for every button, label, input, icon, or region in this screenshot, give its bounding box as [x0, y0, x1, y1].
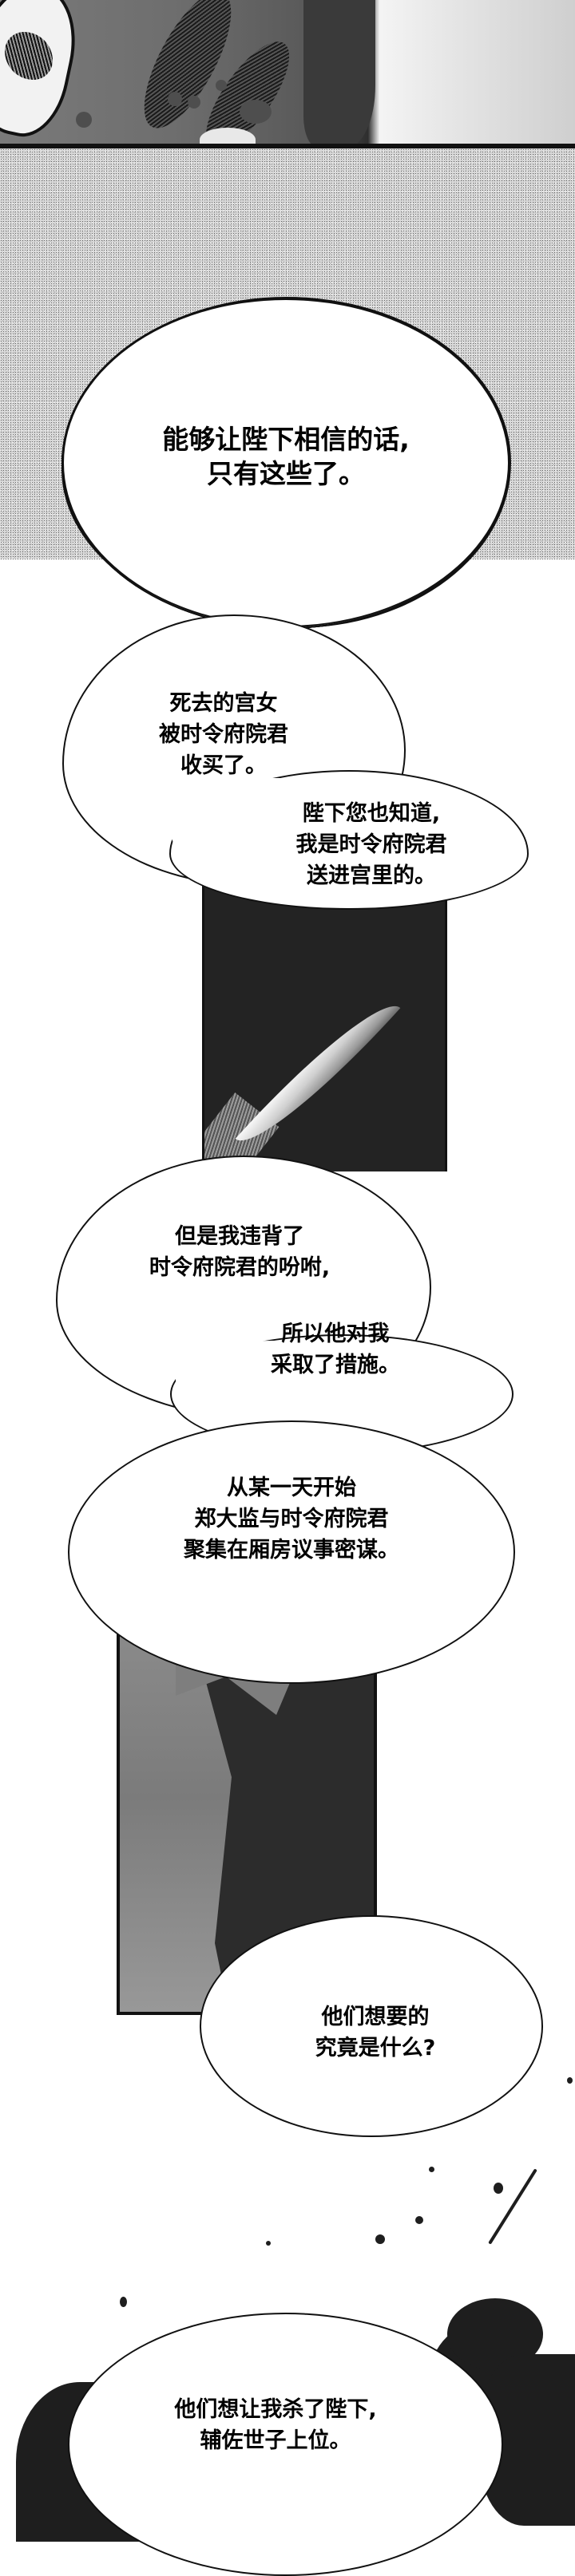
panel-knife	[202, 862, 447, 1171]
ink-splat	[168, 92, 182, 106]
bubble-3b-line-2: 采取了措施。	[271, 1353, 400, 1378]
bubble-6-line-1: 他们想让我杀了陛下,	[174, 2397, 377, 2422]
bubble-3a-text: 但是我违背了 时令府院君的吩咐,	[96, 1221, 383, 1283]
bubble-6-line-2: 辅佐世子上位。	[200, 2428, 351, 2454]
ink-streak	[488, 2168, 537, 2245]
bubble-4-line-3: 聚集在厢房议事密谋。	[184, 1538, 399, 1563]
bubble-2-merge	[172, 778, 387, 874]
bubble-2a-line-1: 死去的宫女	[169, 691, 278, 716]
ink-splat	[240, 100, 272, 124]
bubble-4-line-1: 从某一天开始	[227, 1476, 356, 1500]
bubble-2b-line-2: 我是时令府院君	[295, 832, 447, 858]
dark-hair-mass	[303, 0, 375, 146]
bubble-6-text: 他们想让我杀了陛下, 辅佐世子上位。	[96, 2394, 455, 2456]
bubble-1-line-1: 能够让陛下相信的话,	[162, 424, 410, 455]
bubble-3b-line-1: 所以他对我	[281, 1322, 390, 1346]
ink-drop	[567, 2077, 573, 2084]
bubble-2a-line-2: 被时令府院君	[159, 722, 288, 748]
bubble-3-merge	[176, 1341, 415, 1420]
bubble-3b-text: 所以他对我 采取了措施。	[232, 1318, 439, 1381]
ink-splat	[188, 96, 200, 109]
bubble-2a-text: 死去的宫女 被时令府院君 收买了。	[120, 688, 327, 781]
ink-splat	[216, 80, 227, 91]
panel-divider	[0, 144, 575, 148]
bubble-2a-line-3: 收买了。	[180, 753, 267, 779]
speech-bubble-4	[68, 1420, 515, 1684]
bubble-1-text: 能够让陛下相信的话, 只有这些了。	[62, 423, 510, 492]
bubble-5-line-2: 究竟是什么?	[315, 2036, 436, 2061]
bubble-2b-text: 陛下您也知道, 我是时令府院君 送进宫里的。	[256, 798, 487, 891]
bubble-4-line-2: 郑大监与时令府院君	[194, 1507, 389, 1532]
bubble-3a-line-2: 时令府院君的吩咐,	[149, 1255, 331, 1281]
bubble-4-text: 从某一天开始 郑大监与时令府院君 聚集在厢房议事密谋。	[68, 1472, 515, 1566]
bubble-3a-line-1: 但是我违背了	[175, 1224, 304, 1249]
bubble-5-line-1: 他们想要的	[321, 2005, 430, 2029]
ink-drop	[375, 2234, 385, 2244]
ink-drop	[494, 2183, 503, 2194]
speech-bubble-5	[200, 1915, 543, 2137]
ink-splat	[76, 112, 92, 128]
bubble-5-text: 他们想要的 究竟是什么?	[240, 2001, 511, 2064]
ink-drop	[415, 2216, 423, 2224]
bubble-2b-line-1: 陛下您也知道,	[302, 801, 441, 826]
bubble-1-line-2: 只有这些了。	[207, 457, 365, 489]
ink-drop	[120, 2297, 127, 2307]
chin-highlight	[200, 128, 256, 146]
bubble-2b-line-3: 送进宫里的。	[307, 863, 436, 889]
ink-drop	[429, 2167, 434, 2172]
ink-drop	[266, 2241, 271, 2246]
panel-masked-figure	[0, 0, 575, 146]
